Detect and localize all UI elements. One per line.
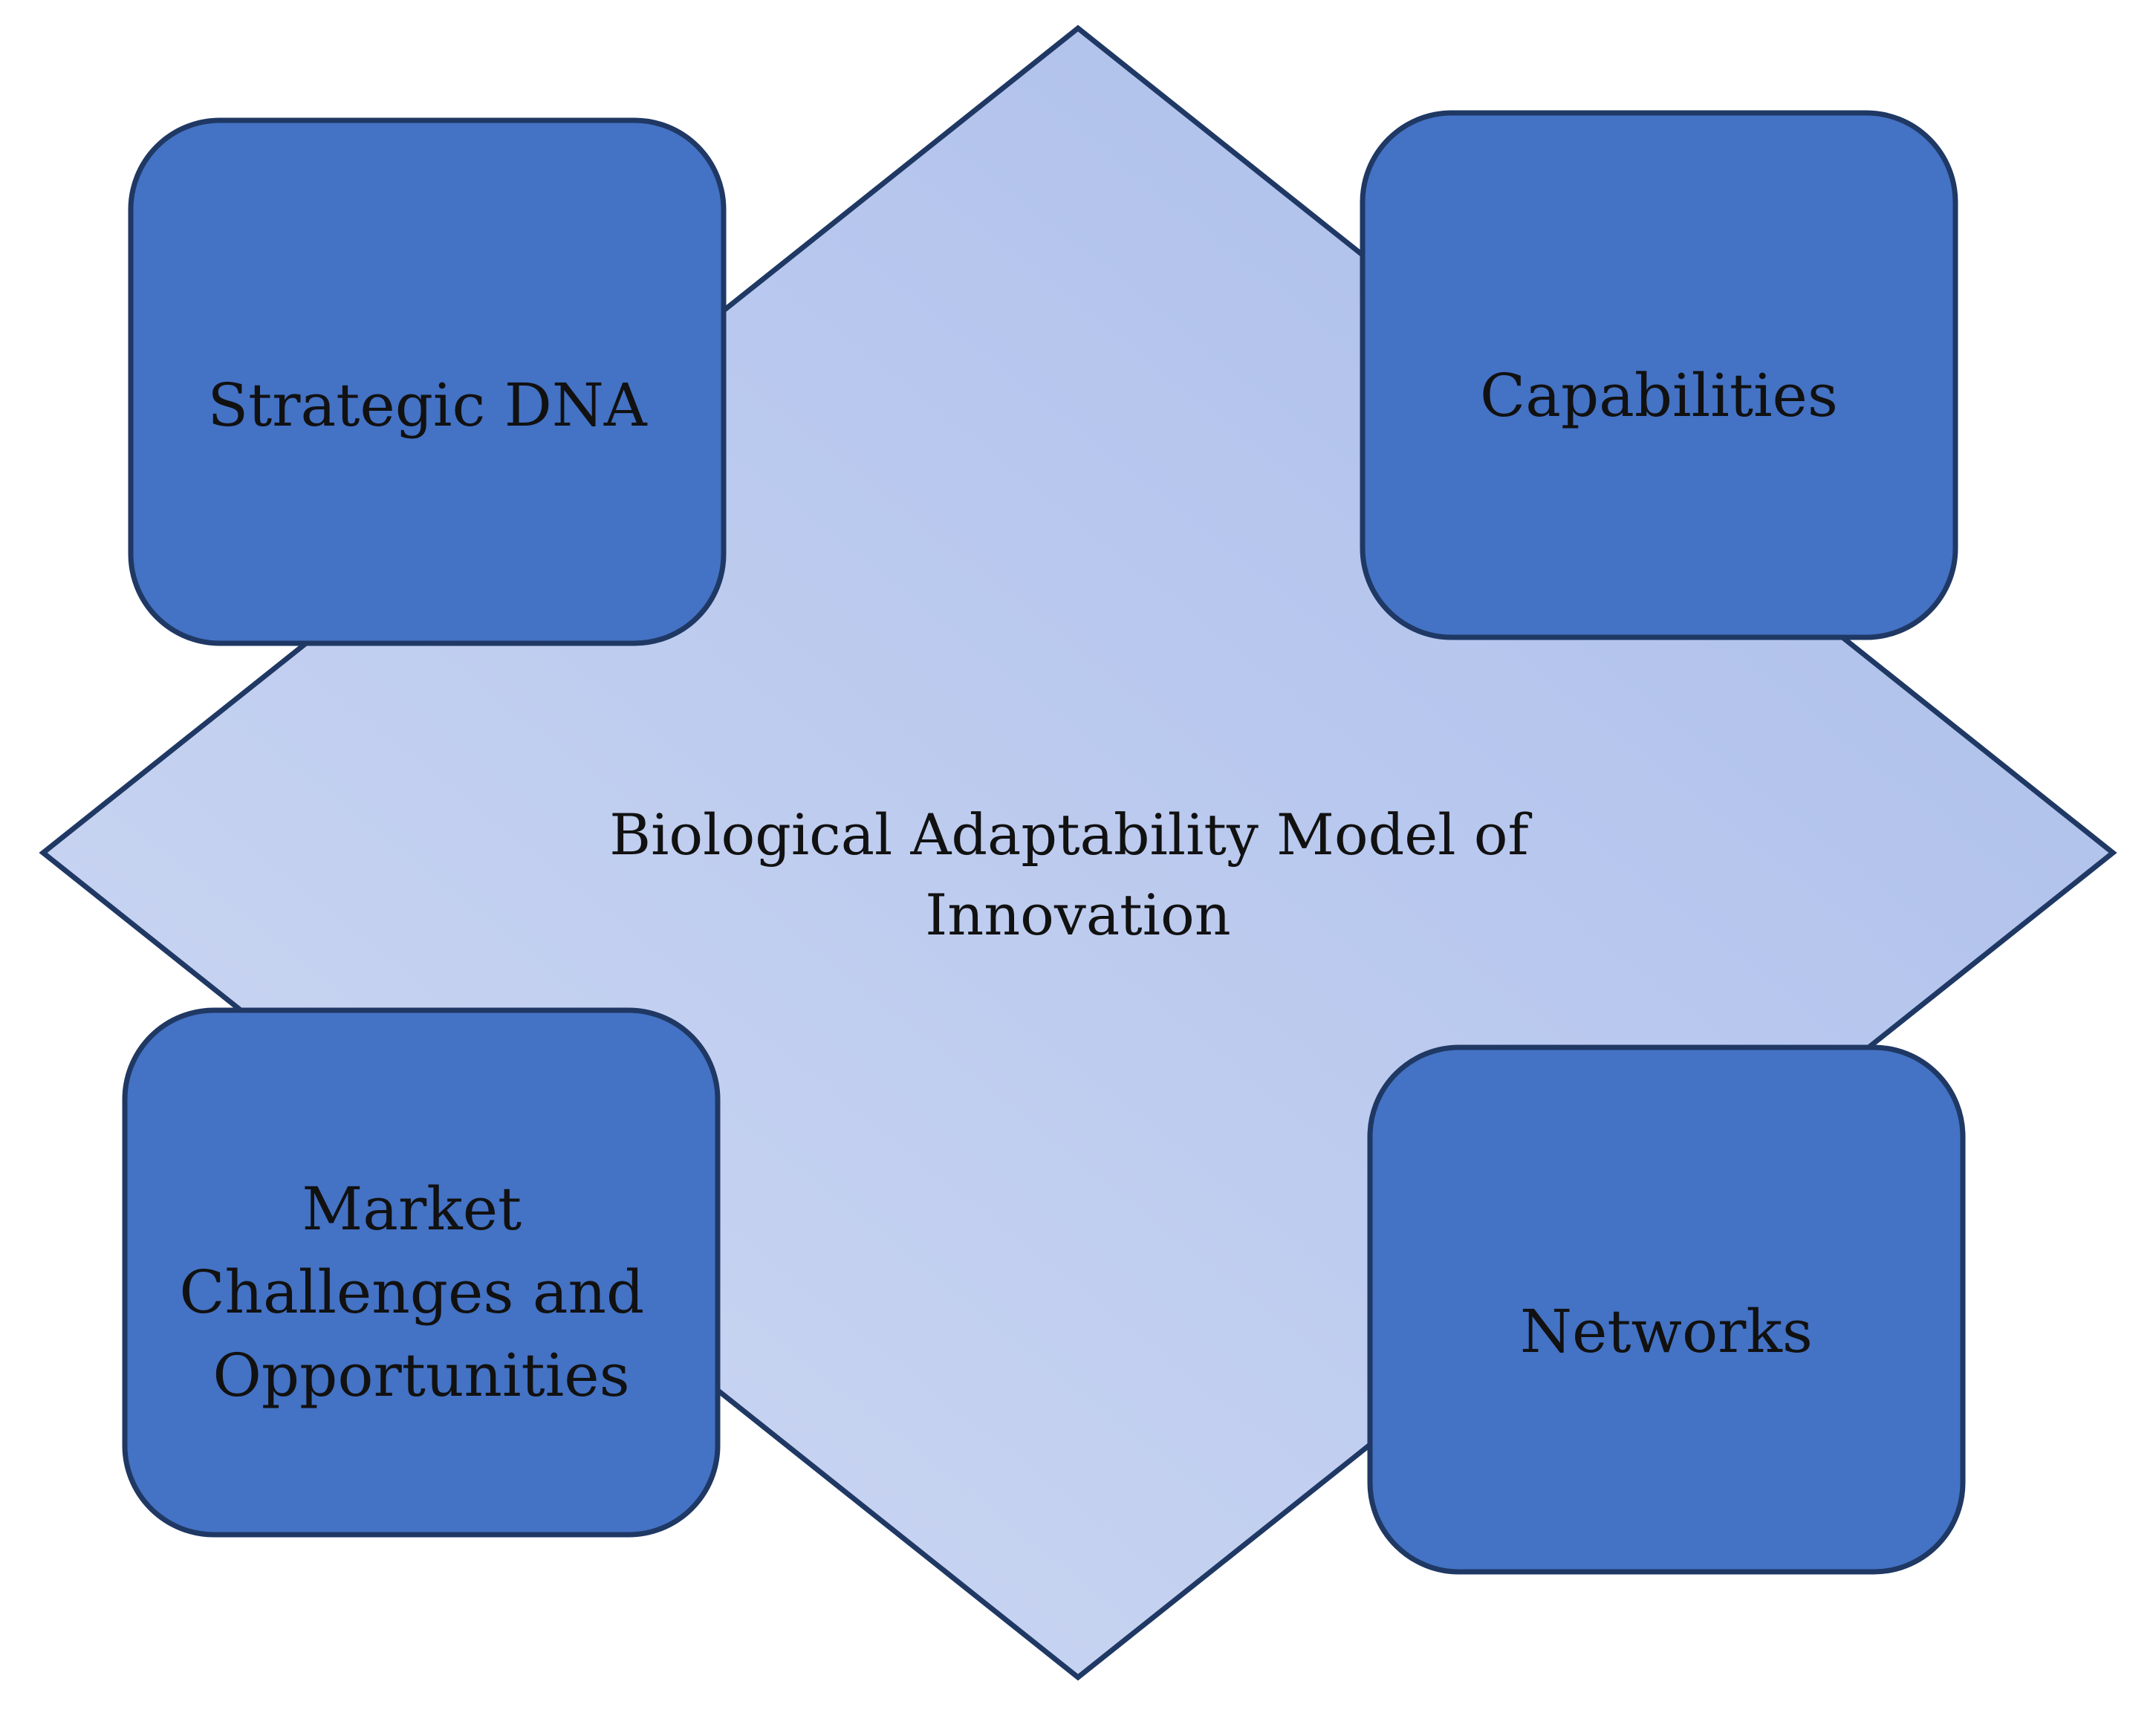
box-capabilities-label: Capabilities <box>1480 361 1838 430</box>
box-capabilities: Capabilities <box>1360 110 1958 640</box>
box-networks-label: Networks <box>1520 1297 1813 1366</box>
box-strategic-dna: Strategic DNA <box>128 117 727 646</box>
box-market: Market Challenges and Opportunities <box>122 1007 721 1538</box>
box-networks: Networks <box>1367 1044 1966 1575</box>
box-strategic-dna-label: Strategic DNA <box>207 371 648 440</box>
box-capabilities-shape <box>1360 110 1958 640</box>
box-networks-shape <box>1367 1044 1966 1575</box>
box-market-shape <box>122 1007 721 1538</box>
center-label: Biological Adaptability Model of Innovat… <box>609 802 1547 948</box>
box-market-label: Market Challenges and Opportunities <box>179 1174 663 1410</box>
box-strategic-dna-shape <box>128 117 727 646</box>
